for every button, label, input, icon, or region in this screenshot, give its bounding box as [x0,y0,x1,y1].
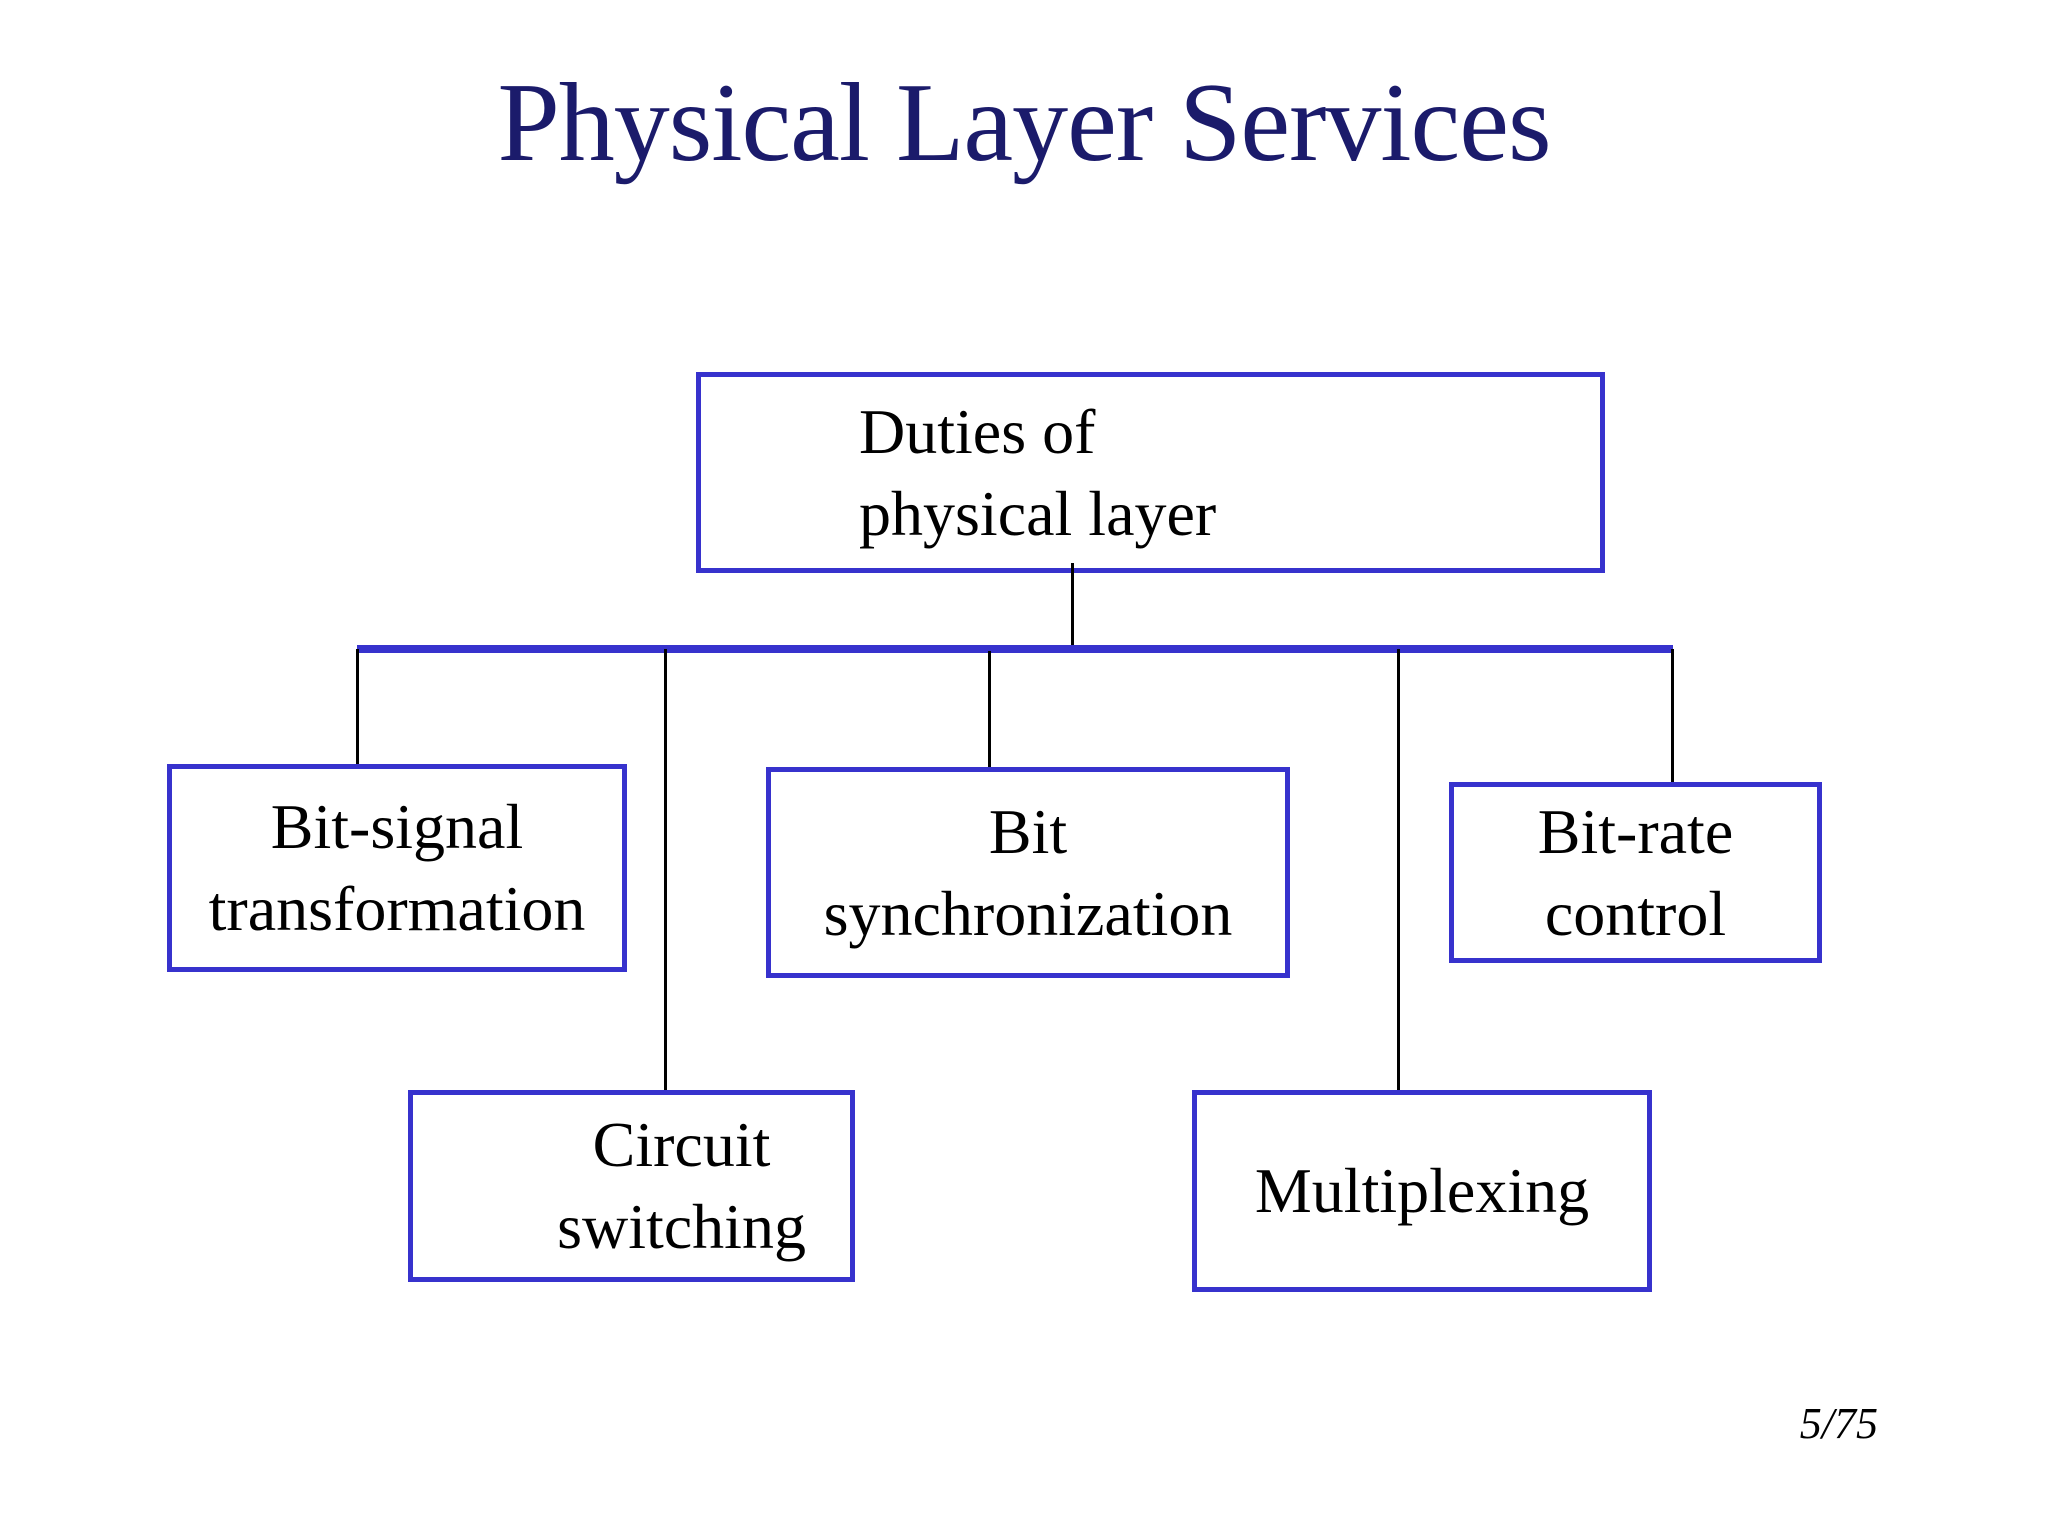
connector-to-circuit-switching [664,649,667,1090]
page-number: 5/75 [1799,1399,1878,1448]
connector-to-multiplexing [1397,649,1400,1090]
node-label-line: Multiplexing [1254,1155,1590,1226]
node-circuit-switching: Circuit switching [408,1090,863,1290]
node-label-line: Bit-signal [270,791,524,862]
connector-to-bit-synchronization [988,651,991,767]
node-label-line: Bit-rate [1537,795,1734,867]
node-label-line: physical layer [859,477,1217,549]
node-label-line: control [1544,877,1727,949]
connector-to-bit-signal [356,649,359,764]
node-bit-signal-transformation: Bit-signal transformation [167,764,635,980]
slide-title: Physical Layer Services [497,61,1551,185]
node-label-line: Duties of [859,395,1096,467]
connector-to-bit-rate [1671,649,1674,782]
node-duties-of-physical-layer: Duties of physical layer [696,372,1613,581]
connector-horizontal-bus [357,645,1673,653]
connector-root-vertical [1071,563,1074,649]
node-label-line: Circuit [592,1109,771,1180]
node-label-line: synchronization [823,877,1233,949]
node-label-line: Bit [988,795,1068,867]
node-label-line: transformation [208,873,586,944]
node-bit-rate-control: Bit-rate control [1449,782,1830,971]
node-bit-synchronization: Bit synchronization [766,767,1298,986]
node-label-line: switching [557,1191,806,1262]
node-multiplexing: Multiplexing [1192,1090,1660,1300]
